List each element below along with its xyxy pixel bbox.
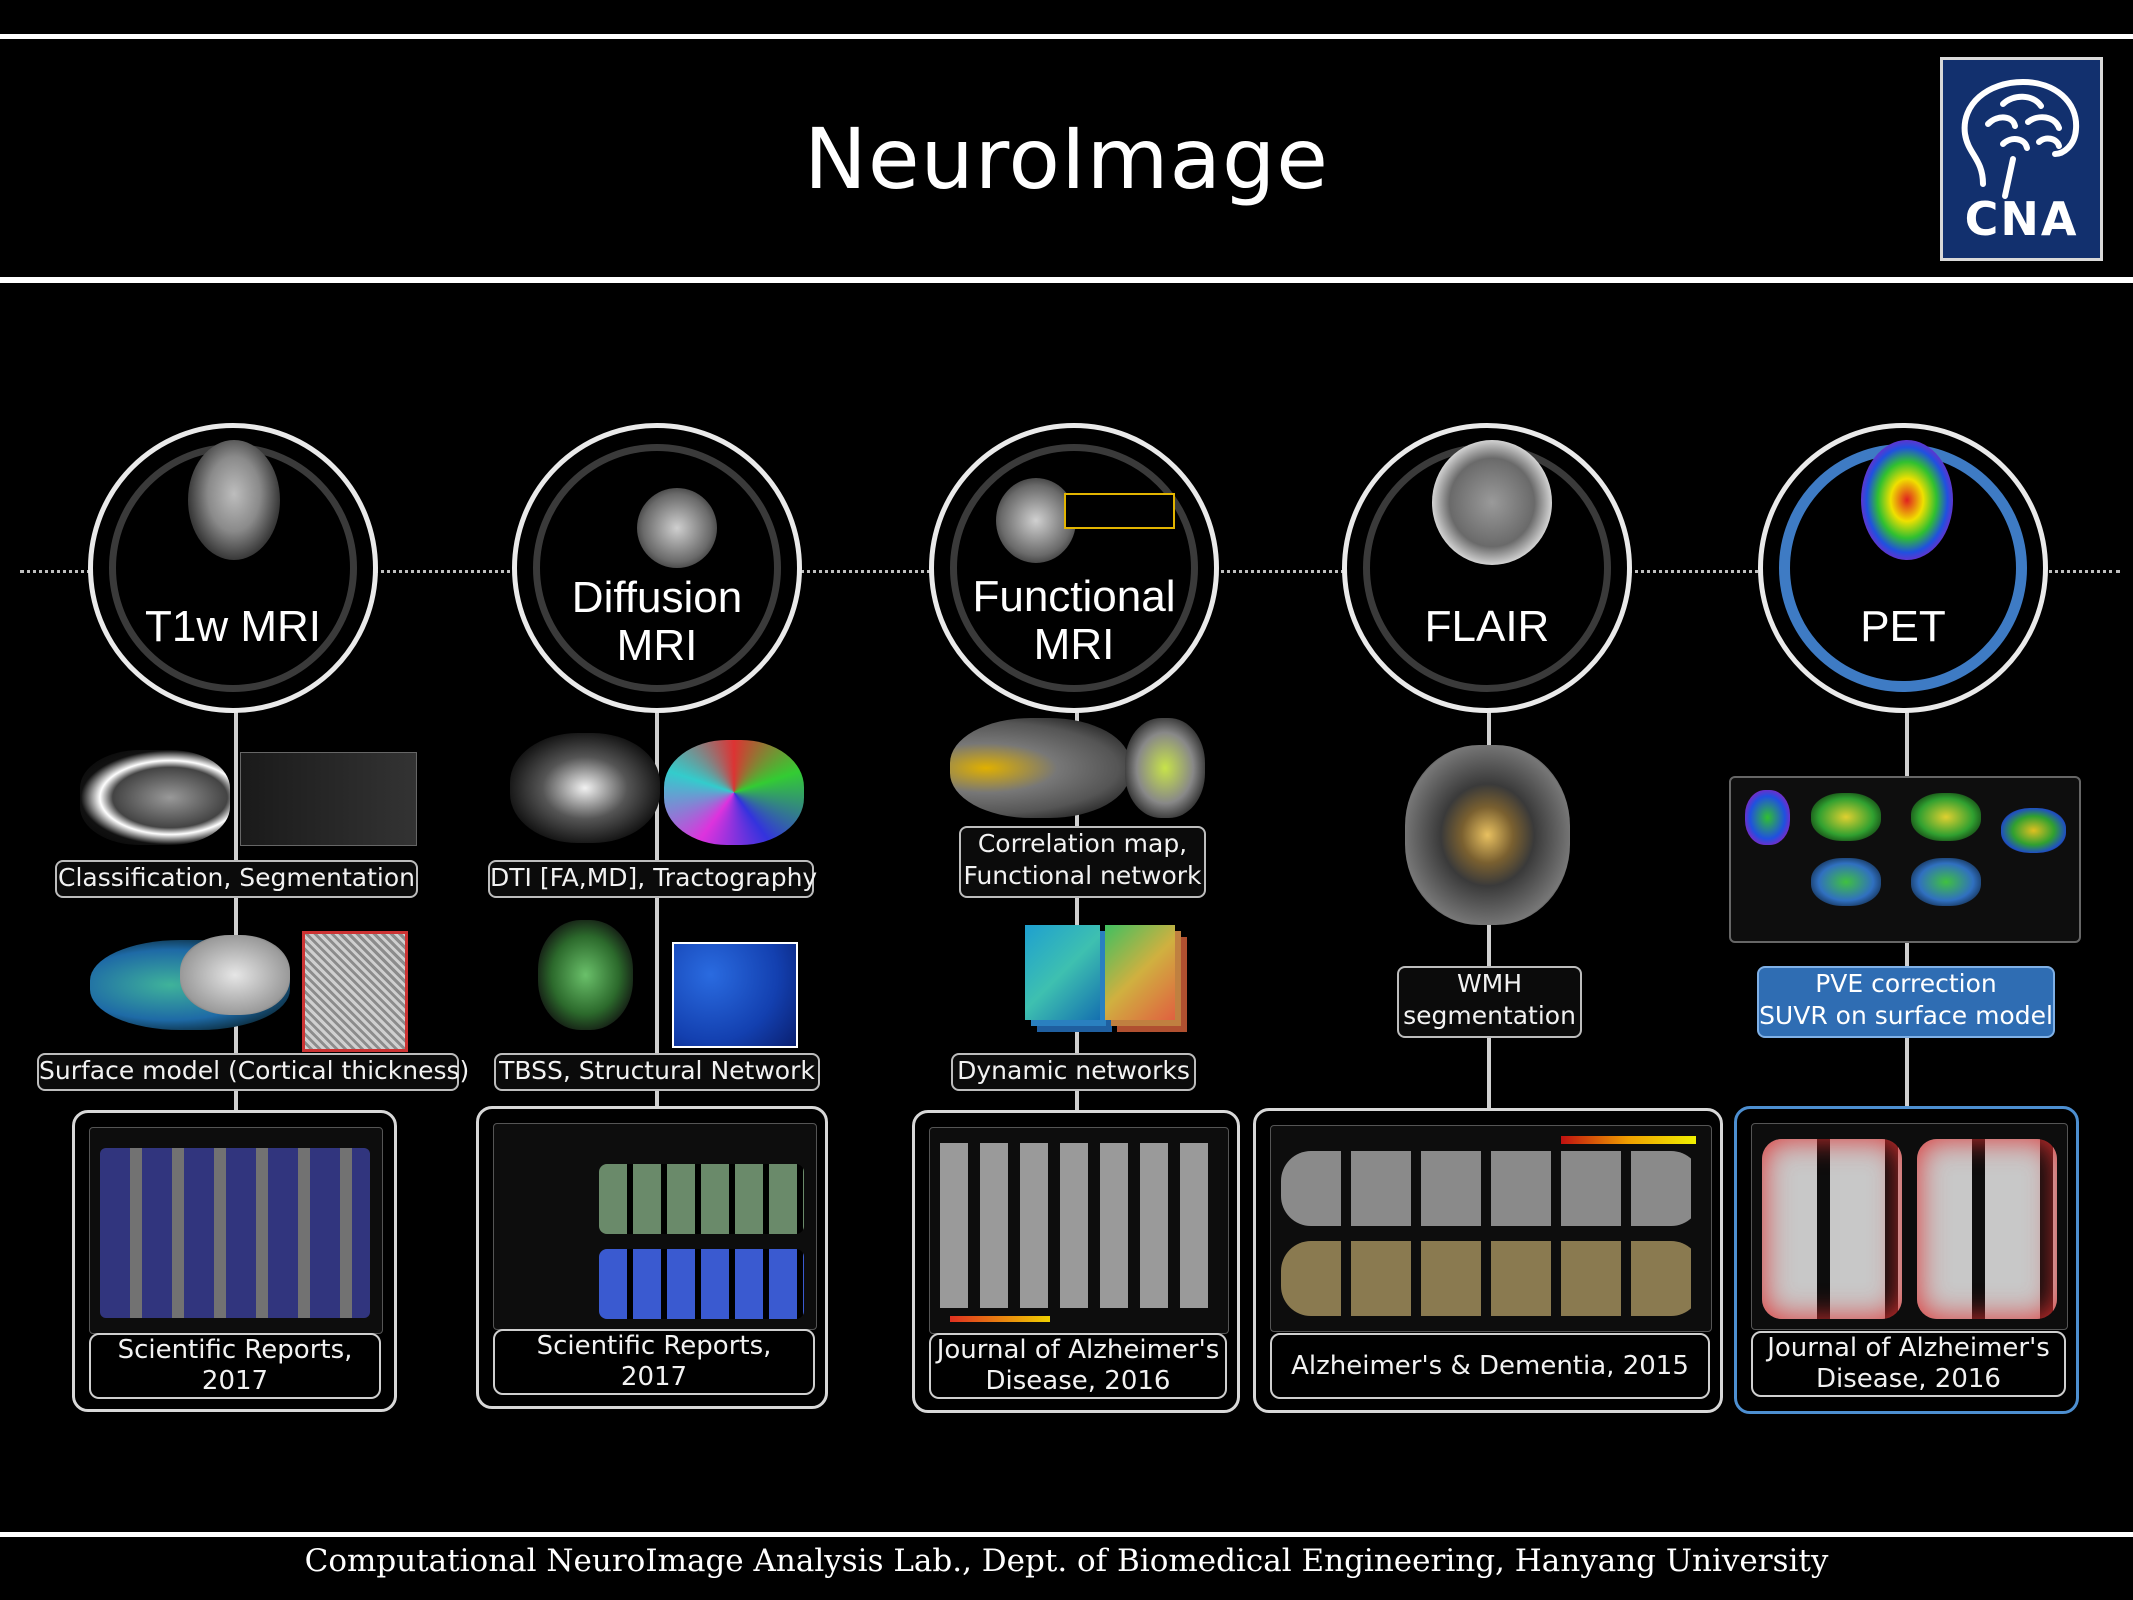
surface-mesh-image <box>180 935 290 1015</box>
connector-line <box>655 690 659 1122</box>
publication-figure <box>493 1123 817 1330</box>
footer-divider-line <box>0 1532 2133 1537</box>
publication-figure <box>1270 1125 1712 1332</box>
footer-caption: Computational NeuroImage Analysis Lab., … <box>304 1543 1829 1579</box>
publication-box: Scientific Reports, 2017 <box>72 1110 397 1412</box>
wmh-brain-image <box>1405 745 1570 925</box>
step-label: Surface model (Cortical thickness) <box>37 1053 469 1091</box>
dynamic-network-matrices-left <box>1025 925 1100 1020</box>
step-label: PVE correction SUVR on surface model <box>1757 966 2055 1038</box>
tbss-image <box>538 920 633 1030</box>
correlation-brain-image <box>950 718 1130 818</box>
publication-box: Scientific Reports, 2017 <box>476 1106 828 1409</box>
modality-ring-t1w: T1w MRI <box>88 423 378 713</box>
header-divider-line <box>0 277 2133 283</box>
bold-signal-image <box>1064 493 1175 529</box>
modality-label: FLAIR <box>1424 602 1550 651</box>
page-title: NeuroImage <box>804 110 1329 208</box>
modality-ring-flair: FLAIR <box>1342 423 1632 713</box>
cna-logo: CNA <box>1940 57 2103 261</box>
publication-citation: Scientific Reports, 2017 <box>89 1333 381 1399</box>
modality-ring-diffusion: Diffusion MRI <box>512 423 802 713</box>
dynamic-network-matrices-right <box>1105 925 1175 1020</box>
network-brain-image <box>1125 718 1205 818</box>
fmri-brain-image <box>996 478 1076 563</box>
publication-figure <box>89 1127 383 1334</box>
publication-citation: Alzheimer's & Dementia, 2015 <box>1270 1333 1710 1399</box>
publication-citation: Journal of Alzheimer's Disease, 2016 <box>929 1333 1227 1399</box>
top-border-line <box>0 34 2133 39</box>
modality-label: Diffusion MRI <box>571 573 743 670</box>
modality-ring-pet: PET <box>1758 423 2048 713</box>
pet-pipeline-figure <box>1729 776 2081 943</box>
step-label: TBSS, Structural Network <box>494 1053 820 1091</box>
connectivity-matrix-image <box>672 942 798 1048</box>
segmentation-pipeline-image <box>240 752 417 846</box>
axial-brain-image <box>188 440 280 560</box>
modality-ring-functional: Functional MRI <box>929 423 1219 713</box>
connector-line <box>1075 690 1079 1122</box>
pet-brain-image <box>1861 440 1953 560</box>
modality-label: PET <box>1860 602 1946 651</box>
step-label: Correlation map, Functional network <box>959 826 1206 898</box>
modality-label: T1w MRI <box>145 602 321 651</box>
step-label: Dynamic networks <box>951 1053 1196 1091</box>
step-label: DTI [FA,MD], Tractography <box>488 860 817 898</box>
flair-brain-image <box>1432 440 1552 565</box>
publication-citation: Scientific Reports, 2017 <box>493 1329 815 1395</box>
brain-head-icon <box>1961 78 2080 199</box>
publication-figure <box>929 1127 1229 1334</box>
publication-figure <box>1751 1123 2068 1330</box>
publication-citation: Journal of Alzheimer's Disease, 2016 <box>1751 1331 2066 1397</box>
step-label: Classification, Segmentation <box>55 860 418 898</box>
logo-text: CNA <box>1964 192 2079 246</box>
modality-label: Functional MRI <box>972 572 1176 669</box>
dwi-brain-image <box>637 488 717 568</box>
dti-fa-image <box>510 733 660 843</box>
mesh-zoom-image <box>302 931 408 1052</box>
segmentation-image <box>80 750 230 845</box>
publication-box: Alzheimer's & Dementia, 2015 <box>1253 1108 1723 1413</box>
publication-box: Journal of Alzheimer's Disease, 2016 <box>1734 1106 2079 1414</box>
connector-line <box>234 690 238 1122</box>
step-label: WMH segmentation <box>1397 966 1582 1038</box>
publication-box: Journal of Alzheimer's Disease, 2016 <box>912 1110 1240 1413</box>
tractography-image <box>664 740 804 845</box>
